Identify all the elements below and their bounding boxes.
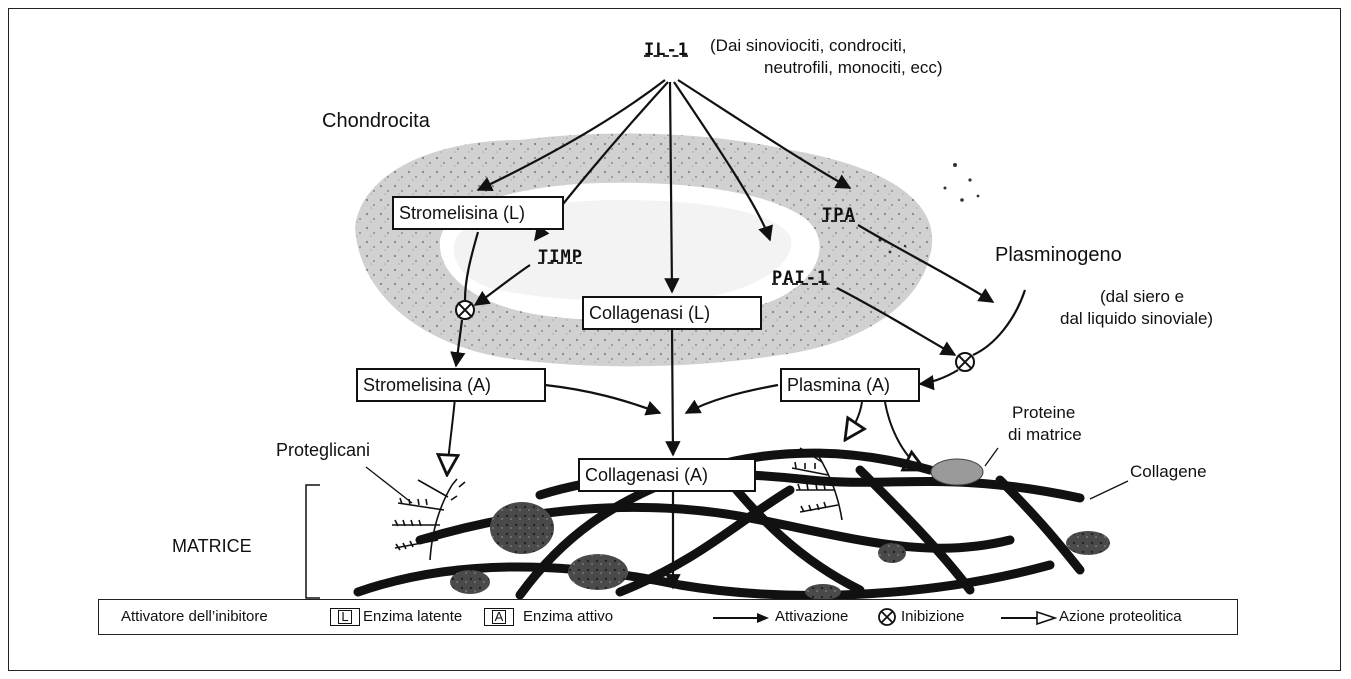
proteine-label-1: Proteine xyxy=(1012,403,1075,423)
legend: Attivatore dell’inibitore L Enzima laten… xyxy=(98,599,1238,635)
legend-active-letter: A xyxy=(492,610,507,624)
legend-activation: Attivazione xyxy=(775,600,848,634)
plasminogeno-source-1: (dal siero e xyxy=(1100,287,1184,307)
pai1-label: PAI-1 xyxy=(772,268,828,288)
legend-latent: Enzima latente xyxy=(363,600,462,634)
plasmina-active-box: Plasmina (A) xyxy=(780,368,920,402)
timp-label: TIMP xyxy=(538,247,583,267)
plasminogeno-source-2: dal liquido sinoviale) xyxy=(1060,309,1213,329)
tpa-label: TPA xyxy=(822,205,856,225)
legend-latent-symbol: L xyxy=(330,608,360,626)
legend-proteolytic-arrow-icon xyxy=(999,609,1059,627)
legend-proteolytic: Azione proteolitica xyxy=(1059,600,1182,634)
matrix-label: MATRICE xyxy=(172,536,252,557)
chondrocyte-cell xyxy=(355,133,932,366)
legend-latent-letter: L xyxy=(338,610,351,624)
proteine-label-2: di matrice xyxy=(1008,425,1082,445)
il1-source-note-2: neutrofili, monociti, ecc) xyxy=(764,58,943,78)
stromelisina-latent-box: Stromelisina (L) xyxy=(392,196,564,230)
collagenasi-latent-box: Collagenasi (L) xyxy=(582,296,762,330)
cell-label: Chondrocita xyxy=(322,110,430,133)
legend-active: Enzima attivo xyxy=(523,600,613,634)
matrix-bracket xyxy=(306,485,320,598)
collagene-label: Collagene xyxy=(1130,462,1207,482)
legend-inhibitor-activator: Attivatore dell’inibitore xyxy=(121,600,268,634)
plasminogeno-label: Plasminogeno xyxy=(995,244,1122,267)
collagenasi-active-box: Collagenasi (A) xyxy=(578,458,756,492)
il1-source: IL-1 xyxy=(644,40,689,60)
legend-activation-arrow-icon xyxy=(711,611,771,625)
proteoglicani-label: Proteglicani xyxy=(276,440,370,461)
il1-source-note-1: (Dai sinoviociti, condrociti, xyxy=(710,36,907,56)
legend-inhibition: Inibizione xyxy=(901,600,964,634)
stromelisina-active-box: Stromelisina (A) xyxy=(356,368,546,402)
legend-inhibition-icon xyxy=(877,607,897,627)
legend-active-symbol: A xyxy=(484,608,514,626)
